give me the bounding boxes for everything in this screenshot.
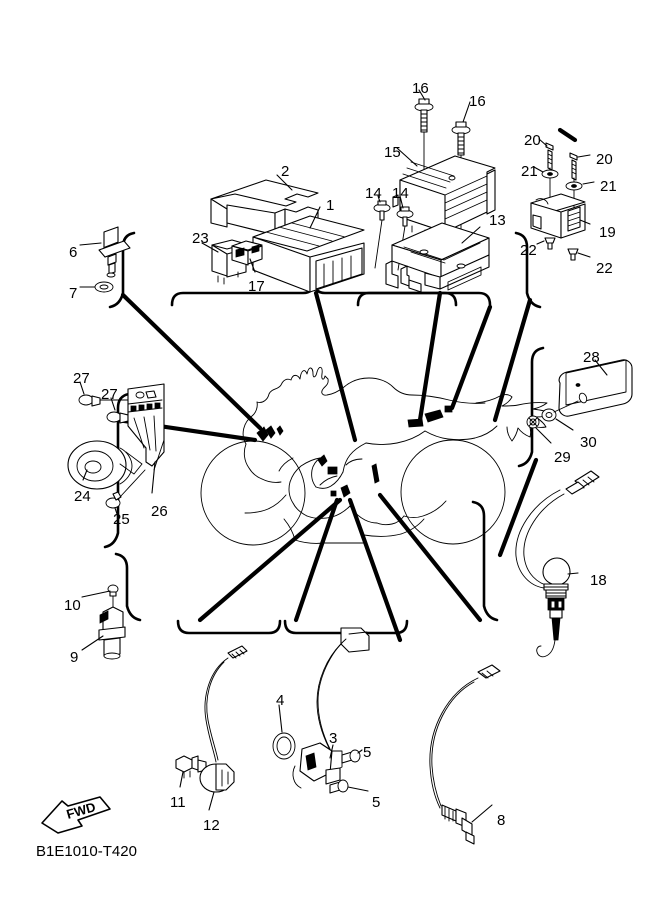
callout-number-21-left: 21 <box>521 163 538 180</box>
callout-number-17: 17 <box>248 278 265 295</box>
callout-number-12: 12 <box>203 817 220 834</box>
callout-number-20-right: 20 <box>596 151 613 168</box>
callout-number-10: 10 <box>64 597 81 614</box>
callout-number-8: 8 <box>497 812 506 829</box>
callout-number-22-left: 22 <box>520 242 537 259</box>
assembly-connector-lines <box>115 127 578 643</box>
callout-number-5-upper: 5 <box>363 744 372 761</box>
part-rectifier-bracket <box>385 222 490 293</box>
callout-number-1: 1 <box>326 197 335 214</box>
callout-number-20-left: 20 <box>524 132 541 149</box>
callout-number-16-right: 16 <box>469 93 486 110</box>
callout-number-13: 13 <box>489 212 506 229</box>
callout-number-29: 29 <box>554 449 571 466</box>
callout-number-30: 30 <box>580 434 597 451</box>
forward-arrow-icon <box>41 796 111 834</box>
callout-number-19: 19 <box>599 224 616 241</box>
part-pressure-sensor-8 <box>429 664 501 845</box>
callout-number-2: 2 <box>281 163 290 180</box>
part-washer-7 <box>79 281 114 293</box>
callout-number-6: 6 <box>69 244 78 261</box>
callout-number-7: 7 <box>69 285 78 302</box>
part-speed-sensor-assembly <box>81 584 126 660</box>
callout-number-28: 28 <box>583 349 600 366</box>
group-braces <box>103 231 545 635</box>
callout-number-11: 11 <box>170 794 186 811</box>
callout-number-15: 15 <box>384 144 401 161</box>
callout-number-24: 24 <box>74 488 91 505</box>
part-bracket-bolts-14 <box>373 195 414 271</box>
part-starter-relay-assembly <box>530 138 595 261</box>
part-sensor-with-lead-12 <box>199 645 248 811</box>
callout-number-9: 9 <box>70 649 79 666</box>
part-connector-17 <box>231 240 263 273</box>
callout-number-23: 23 <box>192 230 209 247</box>
motorcycle-outline <box>200 366 554 546</box>
callout-number-22-right: 22 <box>596 260 613 277</box>
callout-number-18: 18 <box>590 572 607 589</box>
part-o-ring-4 <box>272 704 296 760</box>
callout-number-4: 4 <box>276 692 285 709</box>
forward-direction-marker: FWD <box>38 793 114 837</box>
callout-number-25: 25 <box>113 511 130 528</box>
part-rectifier-regulator <box>392 147 496 241</box>
part-engine-control-unit <box>252 206 365 293</box>
callout-number-16-left: 16 <box>412 80 429 97</box>
callout-number-14-right: 14 <box>392 185 409 202</box>
callout-number-26: 26 <box>151 503 168 520</box>
part-sensor-assembly-3 <box>292 627 370 794</box>
callout-number-5-lower: 5 <box>372 794 381 811</box>
part-oxygen-sensor-18 <box>515 470 600 658</box>
drawing-number: B1E1010-T420 <box>36 843 137 860</box>
part-reflector-plate-assembly <box>526 359 633 444</box>
callout-number-27-left: 27 <box>73 370 90 387</box>
callout-number-14-left: 14 <box>365 185 382 202</box>
callout-number-21-right: 21 <box>600 178 617 195</box>
callout-number-27-right: 27 <box>101 386 118 403</box>
part-coolant-temperature-sensor <box>79 226 131 278</box>
callout-number-3: 3 <box>329 730 338 747</box>
part-horn-assembly <box>67 381 165 518</box>
